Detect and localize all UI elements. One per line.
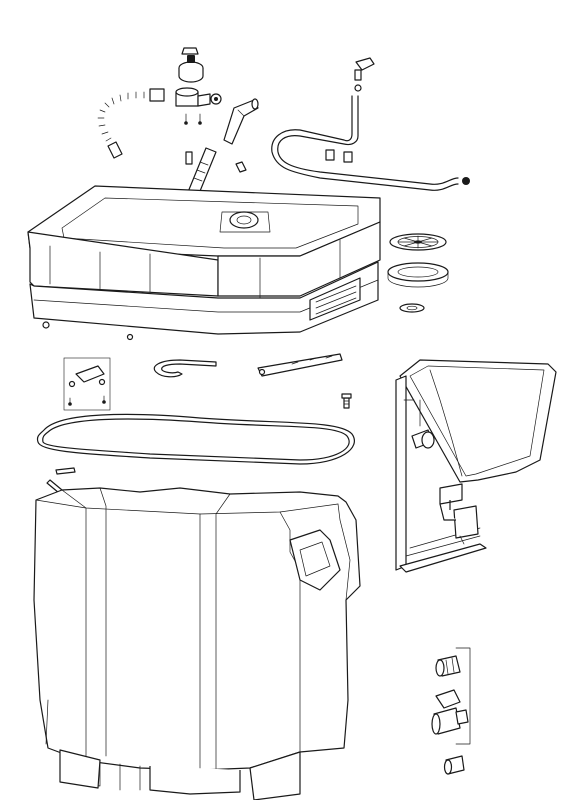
- lid-assembly-icon: [395, 359, 557, 573]
- small-screw-icon: [341, 393, 352, 409]
- pin-icon: [46, 467, 76, 494]
- pump-assembly-icon: [175, 47, 222, 125]
- lid-gasket-icon: [36, 413, 355, 465]
- hinge-bracket-icon: [153, 359, 217, 378]
- drain-tube-icon: [271, 57, 470, 191]
- strainer-basket-icon: [389, 233, 447, 251]
- drain-valve-kit-icon: [431, 647, 471, 775]
- sink-tray-icon: [27, 185, 381, 341]
- mounting-plate-kit-icon: [63, 357, 111, 411]
- flexible-hose-nozzle-icon: [93, 88, 165, 159]
- reservoir-tank-icon: [33, 487, 361, 800]
- support-bar-icon: [257, 353, 343, 377]
- drain-washer-icon: [399, 303, 425, 313]
- elbow-fitting-icon: [223, 98, 259, 145]
- drain-flange-icon: [387, 262, 449, 288]
